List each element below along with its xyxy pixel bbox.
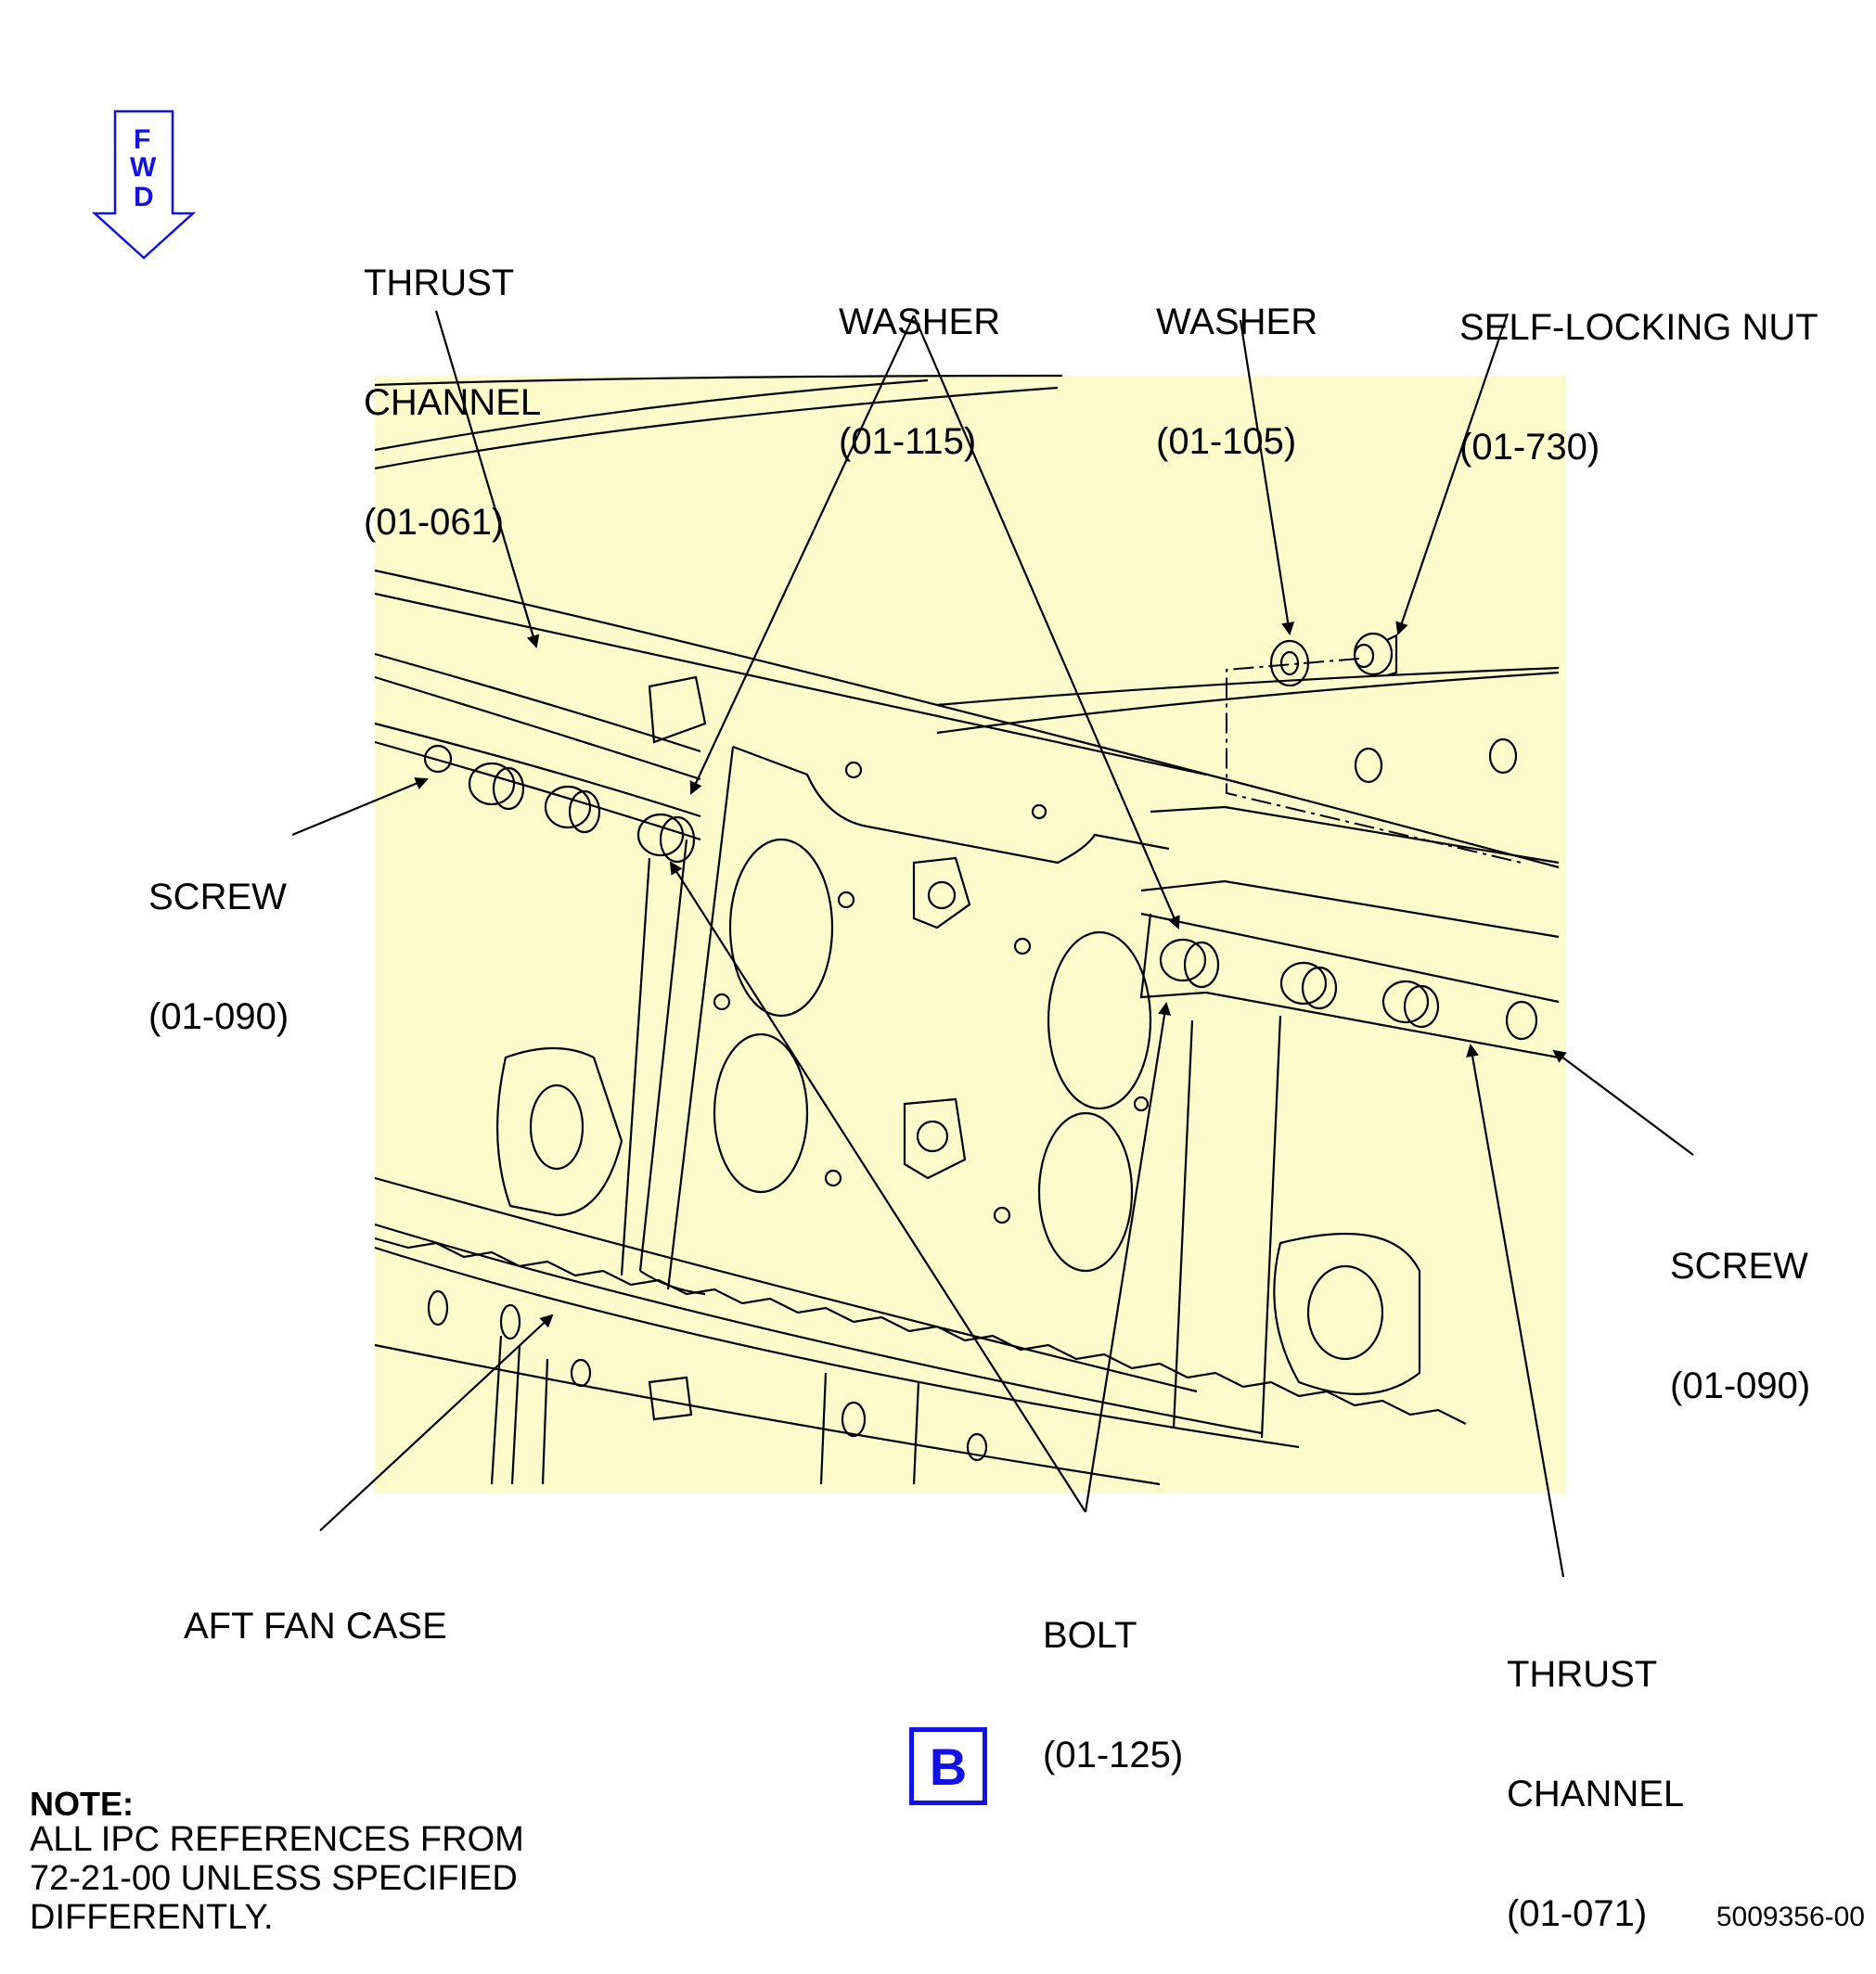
fwd-arrow-icon	[91, 109, 197, 260]
note-line: 72-21-00 UNLESS SPECIFIED	[30, 1859, 518, 1898]
callout-line: WASHER	[839, 301, 1001, 342]
note-title: NOTE:	[30, 1785, 134, 1823]
callout-line: (01-115)	[839, 421, 977, 462]
callout-screw-right: SCREW (01-090)	[1670, 1167, 1810, 1446]
callout-line: (01-090)	[148, 996, 289, 1037]
callout-line: WASHER	[1156, 301, 1318, 342]
callout-self-locking-nut: SELF-LOCKING NUT (01-730)	[1459, 228, 1818, 507]
callout-line: THRUST	[364, 263, 515, 303]
callout-line: (01-090)	[1670, 1365, 1811, 1406]
callout-aft-fan-case: AFT FAN CASE	[184, 1527, 447, 1686]
callout-line: (01-105)	[1156, 421, 1297, 462]
callout-line: SELF-LOCKING NUT	[1459, 307, 1818, 348]
callout-leaders	[291, 310, 1694, 1578]
callout-line: SCREW	[148, 877, 287, 917]
highlight-area	[375, 376, 1566, 1493]
callout-line: THRUST	[1507, 1654, 1658, 1695]
note-line: ALL IPC REFERENCES FROM	[30, 1820, 524, 1859]
callout-line: (01-061)	[364, 502, 505, 543]
exploded-view-centerline	[1226, 658, 1523, 864]
callout-thrust-channel-061: THRUST CHANNEL (01-061)	[364, 184, 541, 583]
callout-line: (01-730)	[1459, 427, 1600, 468]
callout-line: AFT FAN CASE	[184, 1606, 447, 1647]
structure-line-art	[374, 374, 1560, 1486]
callout-line: CHANNEL	[1507, 1774, 1685, 1814]
callout-line: CHANNEL	[364, 382, 542, 423]
fwd-letter-d: D	[134, 182, 154, 212]
view-label-b: B	[909, 1727, 987, 1805]
fwd-letter-f: F	[134, 124, 151, 155]
callout-washer-115: WASHER (01-115)	[839, 223, 1000, 502]
callout-bolt-125: BOLT (01-125)	[1043, 1536, 1183, 1815]
figure-number: 5009356-00	[1715, 1902, 1865, 1932]
callout-line: BOLT	[1043, 1615, 1137, 1656]
note-line: DIFFERENTLY.	[30, 1898, 274, 1937]
callout-washer-105: WASHER (01-105)	[1156, 223, 1317, 502]
callout-line: SCREW	[1670, 1246, 1808, 1287]
callout-line: (01-125)	[1043, 1735, 1184, 1775]
callout-screw-left: SCREW (01-090)	[148, 798, 289, 1077]
callout-line: (01-071)	[1507, 1893, 1648, 1934]
callout-thrust-channel-071: THRUST CHANNEL (01-071)	[1507, 1575, 1684, 1974]
fwd-letter-w: W	[130, 152, 157, 183]
